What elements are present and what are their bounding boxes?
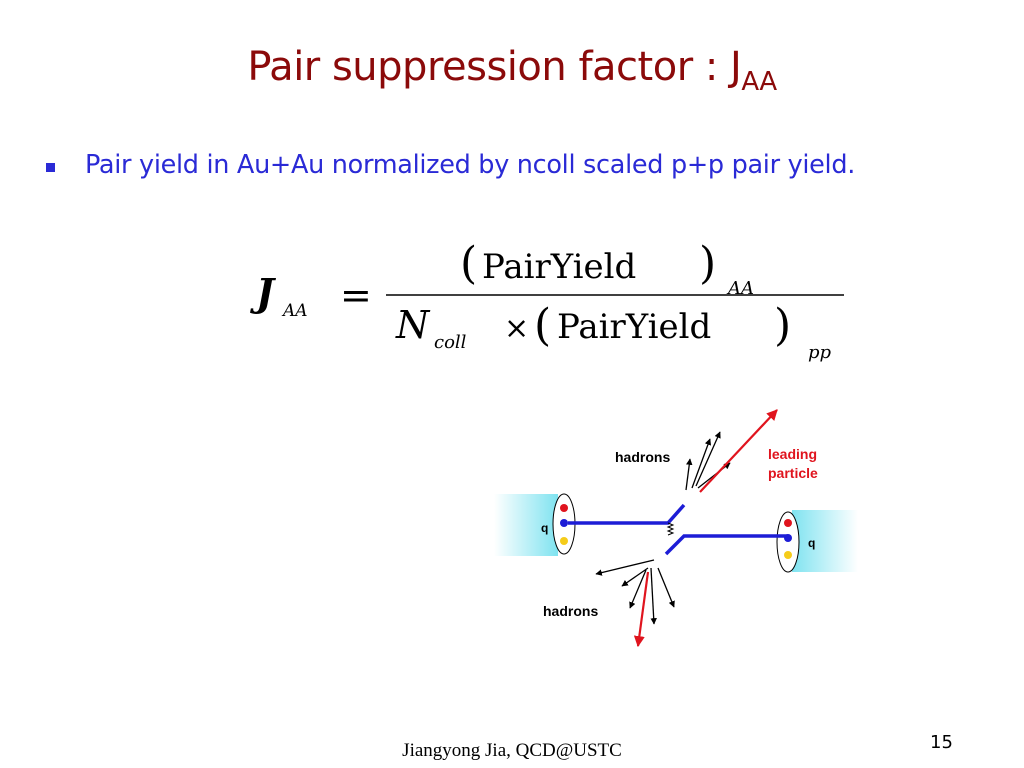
label-hadrons-top: hadrons: [615, 449, 670, 465]
hadron-arrow-bottom-3: [629, 569, 647, 609]
parton-upper: [568, 503, 686, 525]
left-quark-blue: [560, 519, 568, 527]
leading-particle-arrow: [699, 409, 778, 493]
square-bullet-icon: [46, 162, 55, 172]
num-text: PairYield: [482, 247, 636, 287]
hadron-arrow-bottom-5: [657, 567, 675, 608]
page-number: 15: [930, 732, 953, 753]
title-main: Pair suppression factor : J: [247, 44, 742, 90]
left-beam: [494, 494, 558, 556]
num-rparen: ): [699, 238, 716, 289]
den-rparen: ): [774, 300, 791, 351]
dijet-collision-diagram: q q hadrons leading particle hadrons: [494, 409, 858, 648]
left-quark-red: [560, 504, 568, 512]
den-n-sub: coll: [434, 332, 467, 353]
hadron-arrow-bottom-2: [621, 567, 649, 587]
bullet-text: Pair yield in Au+Au normalized by ncoll …: [85, 150, 856, 180]
den-n: N: [395, 303, 431, 347]
label-hadrons-bottom: hadrons: [543, 603, 598, 619]
jaa-formula: J AA = ( PairYield ) AA N coll × ( PairY…: [250, 238, 844, 363]
hadron-arrow-bottom-1: [595, 559, 655, 576]
hadron-arrow-bottom-4: [650, 567, 657, 625]
gluon-exchange: [666, 522, 675, 536]
label-q-left: q: [541, 521, 548, 535]
title-subscript: AA: [741, 67, 777, 97]
formula-equals: =: [340, 273, 372, 317]
den-lparen: (: [534, 300, 551, 351]
left-quark-yellow: [560, 537, 568, 545]
hadron-arrow-top-2: [691, 438, 712, 489]
parton-lower: [664, 534, 788, 556]
den-times: ×: [504, 311, 529, 346]
formula-lhs: J: [250, 270, 277, 315]
leading-particle-arrow-away: [633, 571, 650, 648]
label-particle: particle: [768, 465, 818, 481]
label-leading: leading: [768, 446, 817, 462]
num-subscript: AA: [726, 278, 754, 299]
formula-lhs-sub: AA: [281, 301, 308, 321]
hadron-arrow-top-3: [695, 431, 721, 487]
hadron-arrow-top-1: [685, 458, 693, 491]
slide-title: Pair suppression factor : JAA: [0, 44, 1024, 97]
right-quark-yellow: [784, 551, 792, 559]
num-lparen: (: [460, 238, 477, 289]
den-text: PairYield: [557, 307, 711, 347]
den-subscript: pp: [808, 342, 832, 363]
right-quark-red: [784, 519, 792, 527]
bullet-item: Pair yield in Au+Au normalized by ncoll …: [46, 150, 1016, 180]
right-beam: [792, 510, 858, 572]
label-q-right: q: [808, 536, 815, 550]
footer-author: Jiangyong Jia, QCD@USTC: [402, 740, 622, 761]
